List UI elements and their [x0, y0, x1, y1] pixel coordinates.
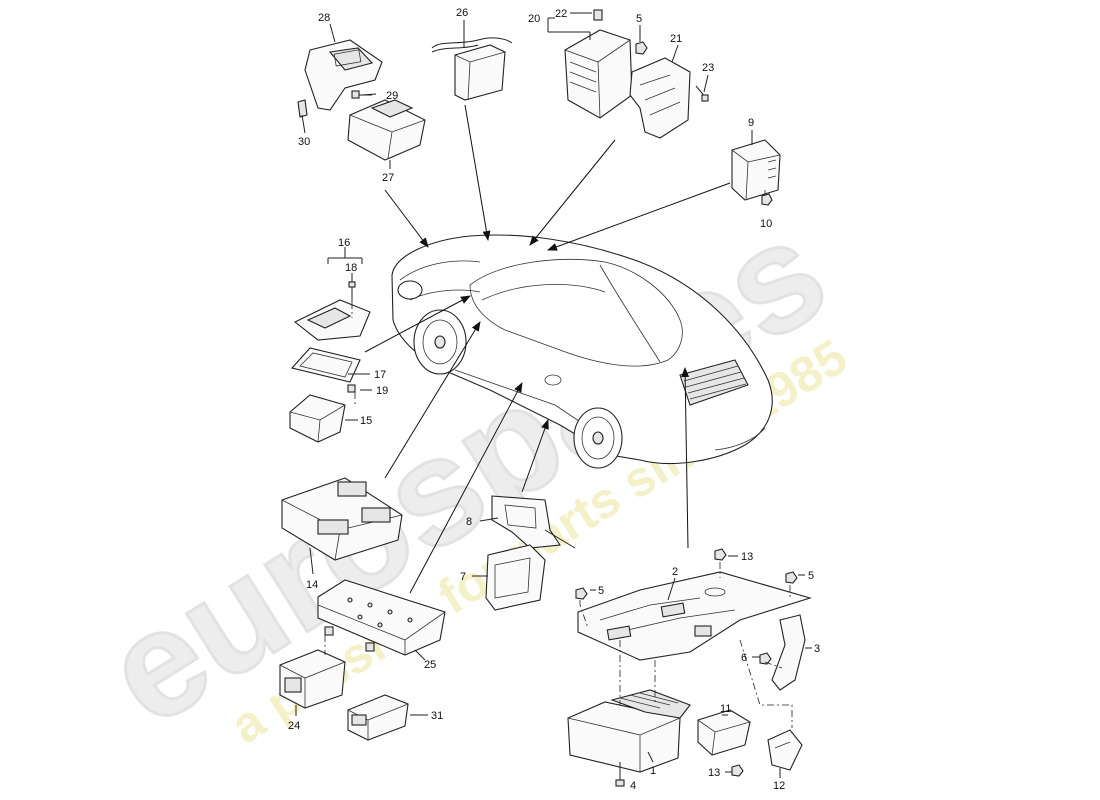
- car-body: [391, 234, 773, 469]
- callout-2: 2: [672, 566, 678, 578]
- callout-22: 22: [555, 8, 567, 20]
- callout-28: 28: [318, 12, 330, 24]
- callout-19: 19: [376, 385, 388, 397]
- callout-20: 20: [528, 13, 540, 25]
- connection-lines: [324, 190, 793, 728]
- callout-18: 18: [345, 262, 357, 274]
- leader-lines: [295, 12, 812, 778]
- callout-27: 27: [382, 172, 394, 184]
- part-16-control-unit: [293, 299, 371, 341]
- callout-4: 4: [630, 780, 636, 792]
- callout-16: 16: [338, 237, 350, 249]
- callout-13-bottom: 13: [708, 767, 720, 779]
- part-25-tray: [317, 579, 446, 656]
- part-7-control-unit: [485, 544, 546, 611]
- part-22-clip: [593, 9, 603, 21]
- part-9-module: [731, 139, 781, 201]
- front-wheel: [413, 309, 467, 375]
- part-27-module: [347, 99, 426, 161]
- rear-wheel: [573, 407, 623, 469]
- part-21-cover: [629, 57, 691, 139]
- callout-9: 9: [748, 117, 754, 129]
- callout-17: 17: [374, 369, 386, 381]
- part-20-control-unit: [564, 29, 633, 119]
- callout-6: 6: [741, 652, 747, 664]
- callout-25: 25: [424, 659, 436, 671]
- part-24-module: [279, 649, 346, 709]
- callout-24: 24: [288, 720, 300, 732]
- part-3-bracket: [771, 614, 806, 691]
- part-19-clip: [347, 384, 356, 393]
- part-5-nut-left: [575, 587, 588, 600]
- part-23-screw: [695, 85, 709, 102]
- callout-13-top: 13: [741, 551, 753, 563]
- part-13-nut-bottom: [731, 764, 744, 777]
- part-1-control-unit: [567, 689, 691, 773]
- part-12-bracket: [767, 729, 803, 771]
- callout-12: 12: [773, 780, 785, 792]
- callout-26: 26: [456, 7, 468, 19]
- part-13-nut-top: [714, 548, 727, 561]
- part-6-nut: [759, 652, 772, 665]
- callout-5-top: 5: [636, 13, 642, 25]
- callout-10: 10: [760, 218, 772, 230]
- part-18-screw: [348, 281, 356, 302]
- callout-3: 3: [814, 643, 820, 655]
- part-11-module: [697, 709, 751, 756]
- callout-7: 7: [460, 571, 466, 583]
- part-15-module: [289, 394, 346, 443]
- callout-29: 29: [386, 90, 398, 102]
- callout-8: 8: [466, 516, 472, 528]
- part-31-module: [347, 694, 409, 741]
- part-14-control-unit: [281, 477, 403, 561]
- part-4-screw: [615, 762, 625, 787]
- part-28-bracket: [304, 39, 383, 111]
- callout-15: 15: [360, 415, 372, 427]
- part-2-carrier: [577, 571, 812, 661]
- part-26-module: [431, 37, 513, 101]
- callout-23: 23: [702, 62, 714, 74]
- callout-5-left: 5: [598, 585, 604, 597]
- callout-14: 14: [306, 579, 318, 591]
- part-17-gasket: [290, 347, 361, 383]
- callout-30: 30: [298, 136, 310, 148]
- part-8-bracket: [491, 495, 576, 549]
- callout-1: 1: [650, 765, 656, 777]
- callout-5-right: 5: [808, 570, 814, 582]
- part-30-clip: [297, 99, 308, 118]
- callout-31: 31: [431, 710, 443, 722]
- part-10-nut: [761, 193, 773, 206]
- callout-labels: 28 29 30 27 26 20 22 5 21 23 9 10 16 18 …: [288, 7, 820, 792]
- callout-11: 11: [720, 703, 731, 715]
- callout-21: 21: [670, 33, 682, 45]
- pointer-arrows: [364, 104, 731, 594]
- part-5-nut-right: [785, 571, 798, 584]
- part-5-nut-top: [635, 41, 648, 55]
